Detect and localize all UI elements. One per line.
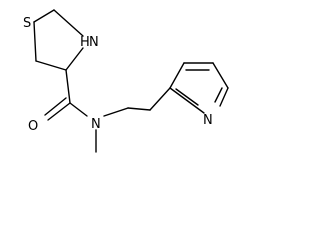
carbonyl-oxygen-label: O [28, 119, 38, 134]
pyridine-nitrogen-label: N [203, 113, 213, 128]
structure-canvas: S H N O N N [23, 9, 229, 153]
bond-py-inner-3 [175, 88, 199, 106]
bond-c4-c5 [35, 60, 67, 71]
bond-n-ch2a [103, 107, 129, 117]
bond-c5-s [33, 21, 37, 62]
atom-labels: S H N O N N [23, 16, 213, 134]
ring-nh-n-label: N [89, 35, 99, 50]
bond-c4-carbonyl [65, 69, 71, 104]
bond-py-n-c2 [169, 87, 205, 114]
bond-nh-c4 [65, 47, 84, 71]
bond-carbonyl-oxygen-2 [44, 97, 67, 116]
bond-py-c2-c3 [169, 62, 185, 89]
bond-ch2a-ch2b [127, 107, 151, 111]
bond-carbonyl-amide-n [69, 102, 88, 117]
bond-c2-nh [53, 9, 84, 37]
bond-s-c2 [33, 9, 55, 23]
bond-ch2b-pyridine [149, 87, 171, 111]
bond-py-c5-c6 [219, 87, 229, 107]
bond-py-inner-2 [214, 87, 223, 103]
ring-nh-h-label: H [80, 35, 90, 50]
bond-carbonyl-oxygen-1 [47, 102, 71, 121]
amide-nitrogen-label: N [91, 117, 101, 132]
bonds [33, 9, 229, 153]
bond-py-c4-c5 [212, 62, 229, 89]
sulfur-atom-label: S [23, 16, 31, 31]
